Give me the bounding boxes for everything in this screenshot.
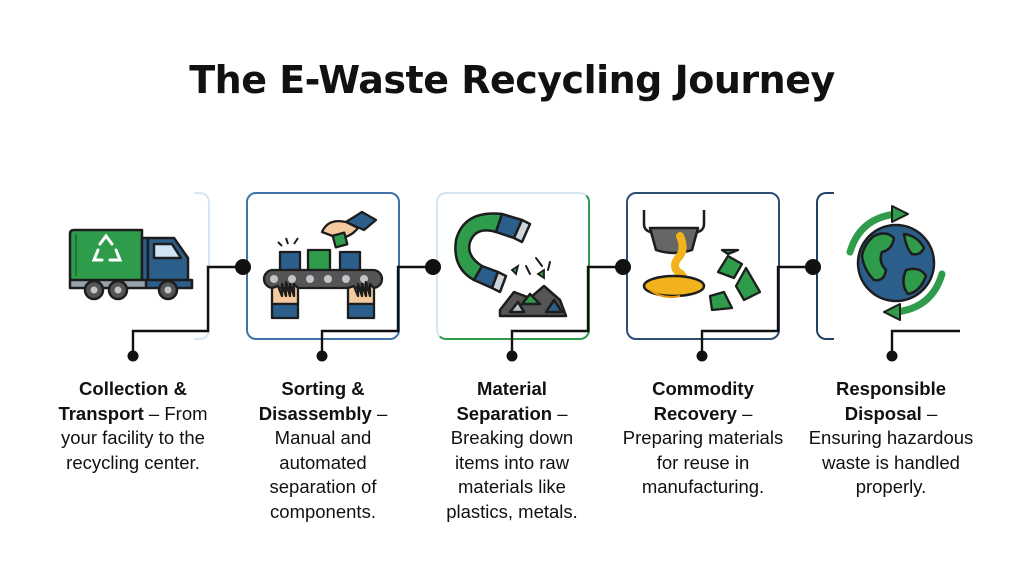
earth-recycle-icon bbox=[846, 205, 946, 321]
connector-dot bbox=[506, 350, 518, 362]
connector-dot bbox=[615, 259, 631, 275]
page-title: The E-Waste Recycling Journey bbox=[189, 58, 835, 102]
step-body: Preparing materials for reuse in manufac… bbox=[622, 427, 784, 498]
step-description-separation: Material Separation – Breaking down item… bbox=[446, 378, 578, 522]
connector-dot bbox=[235, 259, 251, 275]
step-description-recovery: Commodity Recovery – Preparing materials… bbox=[622, 378, 784, 498]
step-heading: Collection & Transport bbox=[58, 378, 187, 424]
step-heading: Commodity Recovery bbox=[652, 378, 754, 424]
step-heading: Material Separation bbox=[456, 378, 553, 424]
garbage-truck-icon bbox=[68, 228, 194, 301]
step-description-disposal: Responsible Disposal – Ensuring hazardou… bbox=[808, 378, 974, 498]
step-description-sorting: Sorting & Disassembly – Manual and autom… bbox=[258, 378, 388, 522]
step-body: Manual and automated separation of compo… bbox=[269, 427, 377, 522]
connector-dot bbox=[127, 350, 139, 362]
step-heading: Sorting & Disassembly bbox=[258, 378, 372, 424]
connector-dot bbox=[316, 350, 328, 362]
connector-dot bbox=[886, 350, 898, 362]
molten-metal-recycle-icon bbox=[642, 210, 762, 312]
step-body: Breaking down items into raw materials l… bbox=[446, 427, 578, 522]
step-heading: Responsible Disposal bbox=[836, 378, 946, 424]
step-body: Ensuring hazardous waste is handled prop… bbox=[808, 427, 974, 498]
step-body: From your facility to the recycling cent… bbox=[61, 402, 208, 473]
step-description-collection: Collection & Transport – From your facil… bbox=[58, 378, 208, 473]
connector-dot bbox=[805, 259, 821, 275]
connector-dot bbox=[696, 350, 708, 362]
conveyor-sorting-icon bbox=[262, 210, 384, 320]
magnet-icon bbox=[454, 212, 568, 318]
connector-dot bbox=[425, 259, 441, 275]
